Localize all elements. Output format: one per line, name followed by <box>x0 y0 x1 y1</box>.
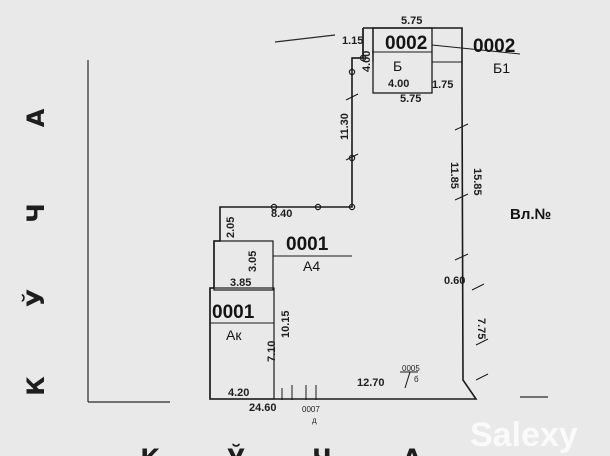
boundary-tick <box>345 93 359 101</box>
boundary-point <box>348 68 356 76</box>
street-letter-bottom: А <box>403 444 422 456</box>
dim-a4-inner: 3.05 <box>247 251 259 272</box>
top-boundary-tick <box>274 34 336 43</box>
street-letter-bottom: Ч <box>312 444 331 456</box>
boundary-tick <box>471 283 485 291</box>
dim-b-inner-bottom: 4.00 <box>388 78 409 90</box>
building-ak-outline <box>209 287 275 400</box>
dim-b-left: 4.00 <box>361 51 373 72</box>
unit-ak-code: 0001 <box>212 302 255 323</box>
dim-step-top: 8.40 <box>271 208 292 220</box>
boundary-tick <box>454 193 469 201</box>
dim-b-bottom: 5.75 <box>400 93 421 105</box>
boundary-tick <box>345 153 359 161</box>
unit-a4-name: А4 <box>303 258 320 274</box>
unit-ak-name: Ак <box>226 327 242 343</box>
boundary-tick <box>454 253 469 261</box>
unit-b1-name: Б1 <box>493 60 510 76</box>
dim-right-lower: 7.75 <box>475 318 487 339</box>
unit-b-code: 0002 <box>385 33 427 54</box>
unit-d-name: д <box>312 416 317 425</box>
boundary-point <box>348 203 356 211</box>
boundary-tick <box>475 373 489 381</box>
dim-right-upper-inner: 11.85 <box>448 162 460 189</box>
boundary-point <box>270 203 278 211</box>
dim-right-mid: 0.60 <box>444 275 465 287</box>
boundary-point <box>359 54 367 62</box>
unit-b-name: Б <box>393 58 402 74</box>
v-leader-line <box>404 371 411 389</box>
street-letter: К <box>22 376 50 396</box>
street-letter-bottom: К <box>140 444 160 456</box>
dim-ak-right: 10.15 <box>280 310 292 338</box>
dim-right-upper-outer: 15.85 <box>471 168 483 196</box>
boundary-tick <box>475 338 489 346</box>
street-letter-bottom: Ў <box>227 443 246 456</box>
dim-a4-bottom: 3.85 <box>230 277 251 289</box>
dim-top: 5.75 <box>401 15 422 27</box>
dim-mid-vertical: 11.30 <box>339 113 351 140</box>
watermark-logo: Salexy <box>470 416 578 454</box>
dim-bottom-right: 12.70 <box>357 377 385 389</box>
dim-bottom-total: 24.60 <box>249 402 277 414</box>
street-letter: Ч <box>22 203 50 222</box>
street-letter: А <box>22 108 50 127</box>
unit-v-code: 0005 <box>402 364 420 373</box>
dim-ak-inner: 7.10 <box>266 341 278 362</box>
building-a4-outline <box>213 240 274 291</box>
b1-leader-line <box>431 44 521 55</box>
dim-bottom-left: 4.20 <box>228 387 249 399</box>
unit-b1-code: 0002 <box>473 36 515 57</box>
dim-b-left-top: 1.15 <box>342 35 363 47</box>
plot-number-label: Вл.№ <box>510 206 551 223</box>
unit-a4-code: 0001 <box>286 234 329 255</box>
street-letter: Ў <box>21 289 50 308</box>
dim-b-inner-right: 1.75 <box>432 79 453 91</box>
boundary-point <box>314 203 322 211</box>
boundary-point <box>348 154 356 162</box>
dim-step-left: 2.05 <box>225 217 237 238</box>
unit-v-name: б <box>414 375 419 384</box>
boundary-tick <box>454 123 469 131</box>
unit-d-code: 0007 <box>302 405 320 414</box>
